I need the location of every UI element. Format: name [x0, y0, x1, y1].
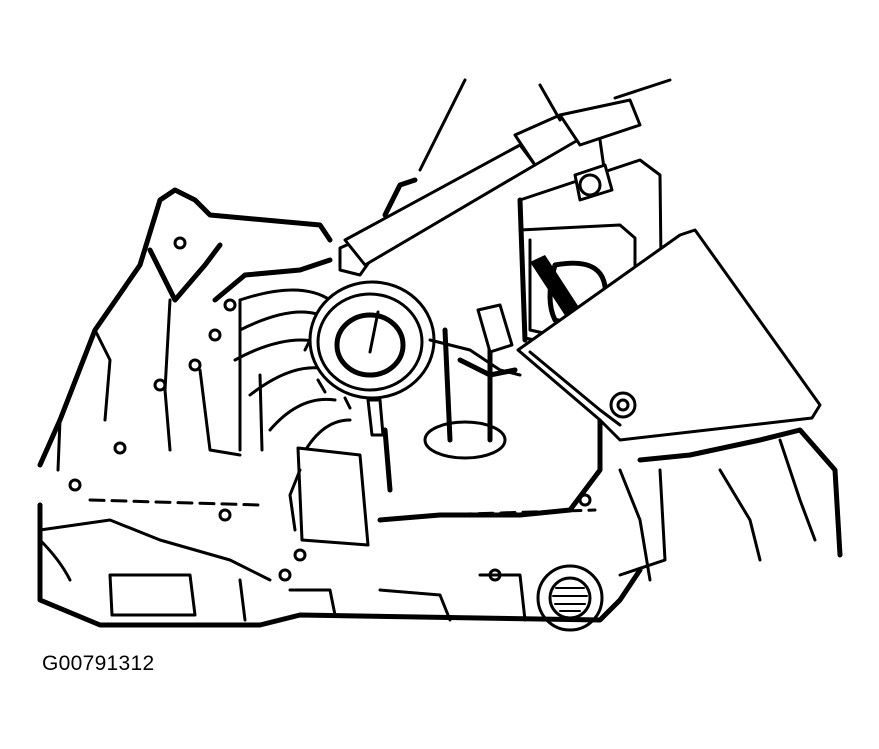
dial-face: [334, 312, 406, 378]
indicator-support-rod: [343, 78, 672, 267]
figure-id-caption: G00791312: [42, 652, 155, 675]
transmission-case: [37, 187, 843, 628]
dial-indicator: [303, 238, 436, 493]
case-bolt-holes: [68, 236, 592, 582]
threaded-drain-plug-hole: [536, 564, 604, 632]
bracket-plate: [516, 228, 822, 442]
gear-assembly: [198, 257, 370, 547]
spindle-clamp: [428, 303, 522, 378]
bracket-bolt: [609, 391, 637, 419]
dial-needle: [368, 310, 380, 354]
